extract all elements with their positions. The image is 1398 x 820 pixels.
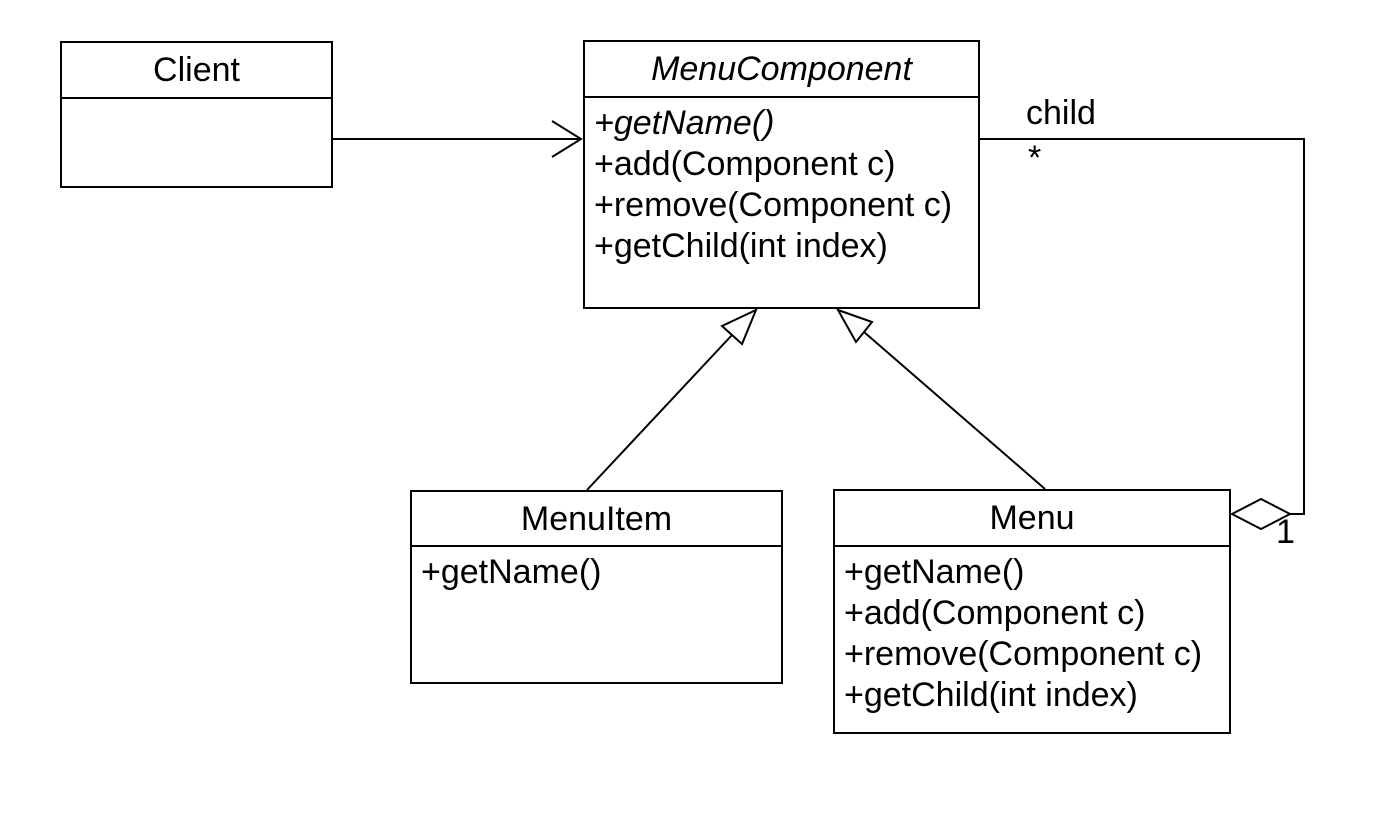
hollow-triangle-arrowhead-icon	[720, 307, 758, 346]
method-getchild: +getChild(int index)	[844, 676, 1138, 714]
class-body-menucomponent: +getName() +add(Component c) +remove(Com…	[585, 98, 978, 267]
method-remove: +remove(Component c)	[594, 186, 953, 224]
aggregation-role-label: child	[1026, 94, 1096, 132]
method-add: +add(Component c)	[844, 594, 1146, 632]
method-getname: +getName()	[421, 553, 602, 591]
method-getname: +getName()	[594, 104, 775, 142]
hollow-triangle-arrowhead-icon	[835, 308, 874, 344]
aggregation-line-menu-menucomponent	[979, 138, 1305, 515]
class-body-menu: +getName() +add(Component c) +remove(Com…	[835, 547, 1229, 716]
class-title-menu: Menu	[835, 491, 1229, 547]
open-arrowhead-icon	[551, 120, 583, 158]
method-add: +add(Component c)	[594, 145, 896, 183]
class-body-client	[62, 99, 331, 104]
method-remove: +remove(Component c)	[844, 635, 1203, 673]
class-box-menucomponent: MenuComponent +getName() +add(Component …	[583, 40, 980, 309]
method-getchild: +getChild(int index)	[594, 227, 888, 265]
class-body-menuitem: +getName()	[412, 547, 781, 593]
class-title-client: Client	[62, 43, 331, 99]
generalization-line-menuitem	[586, 334, 733, 491]
class-title-menucomponent: MenuComponent	[585, 42, 978, 98]
class-box-menu: Menu +getName() +add(Component c) +remov…	[833, 489, 1231, 734]
class-box-menuitem: MenuItem +getName()	[410, 490, 783, 684]
generalization-line-menu	[863, 331, 1046, 490]
aggregation-parent-multiplicity: 1	[1276, 513, 1295, 551]
method-getname: +getName()	[844, 553, 1025, 591]
class-box-client: Client	[60, 41, 333, 188]
class-title-menuitem: MenuItem	[412, 492, 781, 547]
aggregation-child-multiplicity: *	[1028, 139, 1042, 177]
